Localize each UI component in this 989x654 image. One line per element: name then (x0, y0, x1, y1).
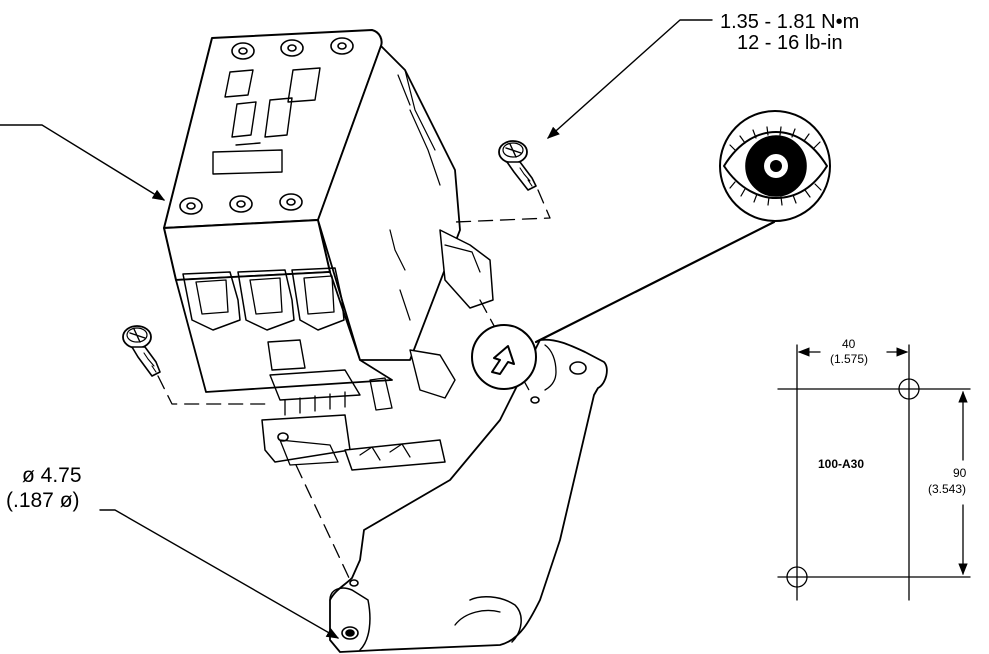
top-terminal-holes (179, 37, 354, 215)
torque-metric-label: 1.35 - 1.81 N•m (720, 11, 860, 33)
torque-imperial-label: 12 - 16 lb-in (737, 32, 843, 54)
hole-diameter-metric-label: ø 4.75 (22, 464, 82, 487)
leader-lines (0, 19, 713, 639)
footprint-height-in: (3.543) (928, 482, 967, 496)
screw-icon (498, 140, 537, 191)
footprint-height-mm: 90 (953, 466, 967, 480)
orientation-detail (471, 324, 537, 390)
contactor-drawing (163, 29, 494, 471)
hole-diameter-imperial-label: (.187 ø) (6, 489, 80, 512)
eye-icon (719, 110, 831, 222)
eye-sight-line (534, 220, 776, 344)
screw-icon (122, 325, 161, 377)
bracket-hole (341, 626, 359, 640)
footprint-width-in: (1.575) (830, 352, 869, 366)
mounting-footprint (777, 344, 971, 601)
front-terminals (182, 267, 345, 331)
mounting-bracket (329, 338, 608, 653)
footprint-model-label: 100-A30 (818, 457, 865, 471)
up-arrow-icon (491, 345, 515, 375)
footprint-width-mm: 40 (842, 337, 856, 351)
bracket-slot (569, 361, 587, 375)
